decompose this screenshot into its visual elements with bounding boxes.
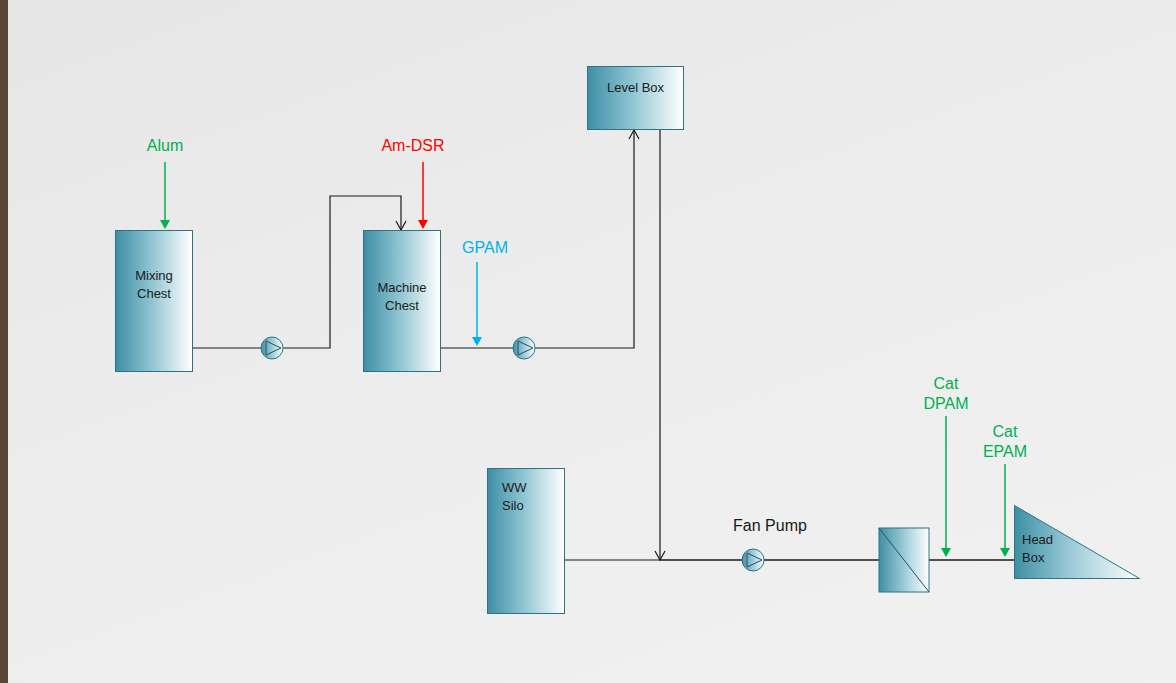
node-text-area: Machine Chest (370, 279, 434, 315)
node-text-area: Mixing Chest (122, 267, 186, 303)
node-text-area: Head Box (1022, 531, 1070, 567)
chemical-label: Am-DSR (368, 136, 458, 156)
pipe-line (660, 130, 1014, 560)
node-text-area: WW Silo (502, 479, 544, 515)
pipe-line (565, 559, 1014, 560)
node-label: WW Silo (502, 479, 544, 515)
node-label: Level Box (594, 79, 677, 97)
pipe-line (441, 130, 634, 348)
addition-arrow (160, 162, 170, 229)
pressure-screen (879, 528, 929, 592)
pipe-connector (441, 130, 639, 348)
pump-symbol (261, 337, 283, 359)
equipment-label: Fan Pump (720, 516, 820, 536)
addition-arrow (472, 262, 482, 346)
white-water-silo: WW Silo (487, 468, 565, 614)
pipe-connector (565, 560, 1014, 561)
node-text-area: Level Box (594, 79, 677, 97)
addition-arrow (941, 416, 951, 557)
arrow-head (396, 221, 406, 230)
mixing-chest: Mixing Chest (115, 230, 193, 372)
addition-arrow (418, 162, 428, 229)
arrow-head (655, 551, 665, 560)
pipe-connector (655, 130, 1014, 560)
addition-arrow (1000, 464, 1010, 557)
level-box: Level Box (587, 66, 684, 130)
head-box: Head Box (1014, 505, 1140, 579)
machine-chest: Machine Chest (363, 230, 441, 372)
chemical-label: GPAM (445, 238, 525, 258)
chemical-label: Cat DPAM (920, 374, 972, 414)
node-label: Head Box (1022, 531, 1070, 567)
chemical-label: Alum (125, 136, 205, 156)
arrow-head (629, 130, 639, 139)
pump-symbol (513, 337, 535, 359)
node-label: Mixing Chest (122, 267, 186, 303)
fan-pump-symbol (742, 549, 764, 571)
chemical-label: Cat EPAM (979, 422, 1031, 462)
node-label: Machine Chest (370, 279, 434, 315)
